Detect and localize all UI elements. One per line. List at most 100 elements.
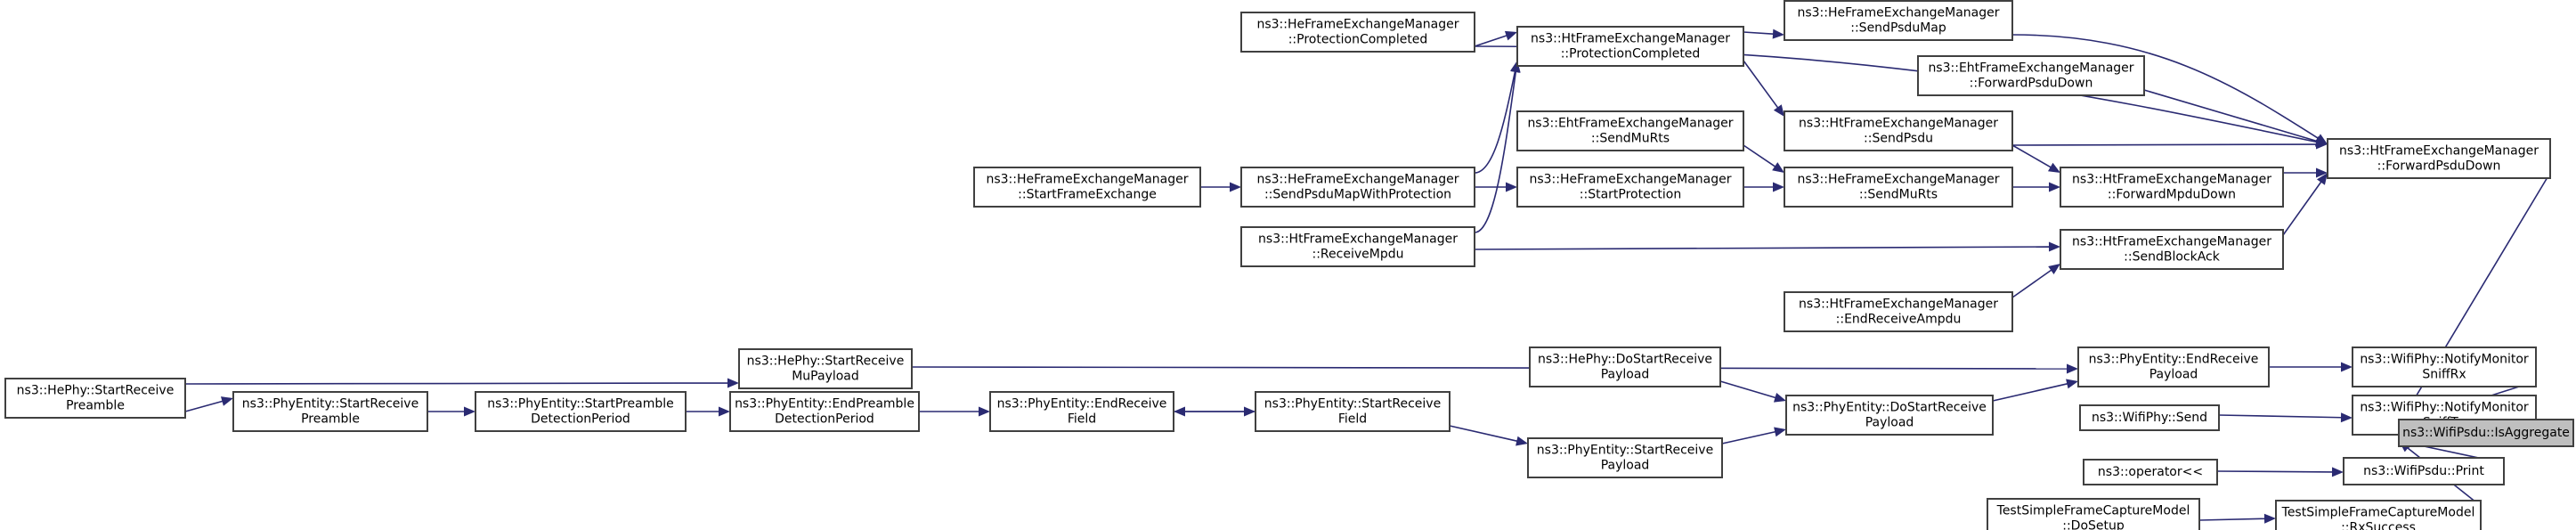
graph-node-ns3-htframeexchangemanager-forwardmpdudown[interactable]: ns3::HtFrameExchangeManager::ForwardMpdu… (2060, 167, 2284, 208)
graph-edge-n25-to-n16 (1992, 379, 2078, 402)
graph-edge-n3-to-n6 (2143, 89, 2328, 146)
node-box (1785, 395, 1994, 436)
graph-edge-n11-to-n6 (2283, 167, 2328, 178)
node-label-line: ::SendPsduMap (1850, 21, 1946, 36)
node-box (2275, 500, 2482, 530)
graph-edge-n0-to-n1 (1474, 30, 1517, 47)
node-label-line: ns3::HeFrameExchangeManager (1797, 173, 1999, 187)
node-label-line: ns3::PhyEntity::StartReceive (242, 397, 418, 412)
graph-node-ns3-heframeexchangemanager-startframeexchange[interactable]: ns3::HeFrameExchangeManager::StartFrameE… (973, 167, 1201, 208)
edge-arrowhead (719, 406, 730, 417)
graph-node-ns3-heframeexchangemanager-startprotection[interactable]: ns3::HeFrameExchangeManager::StartProtec… (1516, 167, 1744, 208)
graph-node-ns3-heframeexchangemanager-protectioncompleted[interactable]: ns3::HeFrameExchangeManager::ProtectionC… (1240, 12, 1475, 53)
graph-node-ns3-operator[interactable]: ns3::operator<< (2083, 459, 2218, 485)
edge-arrowhead (2048, 241, 2060, 252)
graph-edge-n29-to-n30 (2216, 467, 2344, 477)
node-box (1987, 498, 2200, 530)
node-label-line: ::SendMuRts (1591, 132, 1670, 146)
graph-node-testsimpleframecapturemodel-dosetup[interactable]: TestSimpleFrameCaptureModel::DoSetup (1987, 498, 2200, 530)
node-box (2077, 347, 2270, 387)
graph-node-testsimpleframecapturemodel-rxsuccess[interactable]: TestSimpleFrameCaptureModel::RxSuccess (2275, 500, 2482, 530)
node-label-line: ::StartProtection (1580, 188, 1681, 202)
node-box (1527, 437, 1723, 478)
edge-arrowhead (464, 406, 475, 417)
graph-node-ns3-ehtframeexchangemanager-forwardpsdudown[interactable]: ns3::EhtFrameExchangeManager::ForwardPsd… (1917, 55, 2145, 96)
graph-node-ns3-htframeexchangemanager-protectioncompleted[interactable]: ns3::HtFrameExchangeManager::ProtectionC… (1516, 26, 1744, 67)
node-box (1516, 110, 1744, 151)
edge-arrowhead (2341, 362, 2353, 372)
graph-edge-n1-to-n2 (1743, 29, 1784, 39)
graph-node-ns3-wifiphy-send[interactable]: ns3::WifiPhy::Send (2079, 404, 2220, 431)
edge-line (1719, 380, 1776, 399)
graph-node-ns3-htframeexchangemanager-forwardpsdudown[interactable]: ns3::HtFrameExchangeManager::ForwardPsdu… (2327, 138, 2551, 179)
graph-edge-n14-to-n13 (2011, 264, 2060, 298)
node-label-line: ::EndReceiveAmpdu (1836, 313, 1962, 327)
node-label-line: ::ForwardPsduDown (1970, 77, 2093, 91)
edge-line (2216, 470, 2334, 473)
node-label-line: ns3::HtFrameExchangeManager (1799, 298, 1998, 312)
node-label-line: ns3::PhyEntity::EndReceive (2089, 353, 2259, 367)
node-label-line: Field (1068, 412, 1096, 427)
node-box (1240, 226, 1475, 267)
graph-node-ns3-htframeexchangemanager-sendpsdu[interactable]: ns3::HtFrameExchangeManager::SendPsdu (1784, 110, 2013, 151)
edge-line (2198, 518, 2266, 521)
graph-edge-n27-to-n28 (2218, 412, 2353, 423)
graph-edge-n18-to-n15 (184, 378, 739, 388)
graph-node-ns3-heframeexchangemanager-sendpsdumap[interactable]: ns3::HeFrameExchangeManager::SendPsduMap (1784, 0, 2013, 41)
graph-node-ns3-htframeexchangemanager-receivempdu[interactable]: ns3::HtFrameExchangeManager::ReceiveMpdu (1240, 226, 1475, 267)
edge-line (1743, 31, 1775, 36)
edge-arrowhead (1773, 182, 1784, 192)
graph-node-ns3-heframeexchangemanager-sendmurts[interactable]: ns3::HeFrameExchangeManager::SendMuRts (1784, 167, 2013, 208)
node-label-line: Payload (1865, 416, 1914, 430)
node-label-line: DetectionPeriod (775, 412, 874, 427)
graph-node-ns3-wifipsdu-print[interactable]: ns3::WifiPsdu::Print (2343, 457, 2505, 485)
graph-edge-n10-to-n11 (2012, 182, 2060, 192)
node-label-line: DetectionPeriod (531, 412, 630, 427)
edge-arrowhead (1774, 427, 1786, 437)
edge-arrowhead (1230, 182, 1241, 192)
graph-node-ns3-phyentity-startpreamble-detectionperiod[interactable]: ns3::PhyEntity::StartPreambleDetectionPe… (475, 391, 687, 432)
node-label-line: Preamble (66, 399, 125, 413)
edge-line (2143, 89, 2318, 143)
graph-node-ns3-wifipsdu-isaggregate[interactable]: ns3::WifiPsdu::IsAggregate (2398, 419, 2574, 447)
graph-edge-n8-to-n9 (1475, 182, 1517, 192)
graph-edge-n24-to-n25 (1719, 380, 1786, 403)
node-label-line: ::SendPsduMapWithProtection (1264, 188, 1451, 202)
node-label-line: ns3::PhyEntity::DoStartReceive (1792, 401, 1987, 415)
node-label-line: ns3::HtFrameExchangeManager (2339, 144, 2539, 159)
node-label-line: ns3::HeFrameExchangeManager (1529, 173, 1731, 187)
edge-arrowhead (2316, 167, 2328, 178)
node-box-highlighted (2398, 419, 2574, 447)
node-label-line: ::SendBlockAck (2124, 250, 2221, 265)
graph-node-ns3-htframeexchangemanager-sendblockack[interactable]: ns3::HtFrameExchangeManager::SendBlockAc… (2060, 229, 2284, 270)
node-label-line: ns3::WifiPhy::NotifyMonitor (2360, 353, 2529, 367)
edge-arrowhead (1174, 406, 1185, 417)
graph-node-ns3-phyentity-endpreamble-detectionperiod[interactable]: ns3::PhyEntity::EndPreambleDetectionPeri… (729, 391, 920, 432)
graph-node-ns3-htframeexchangemanager-endreceiveampdu[interactable]: ns3::HtFrameExchangeManager::EndReceiveA… (1784, 291, 2013, 332)
edge-arrowhead (2263, 513, 2276, 524)
node-label-line: ns3::HtFrameExchangeManager (2072, 173, 2271, 187)
node-label-line: ns3::HeFrameExchangeManager (1256, 173, 1459, 187)
node-box (973, 167, 1201, 208)
node-label-line: ns3::HtFrameExchangeManager (1799, 117, 1998, 131)
node-box (2060, 167, 2284, 208)
graph-node-ns3-heframeexchangemanager-sendpsdumapwithprotection[interactable]: ns3::HeFrameExchangeManager::SendPsduMap… (1240, 167, 1475, 208)
edge-layer (184, 29, 2551, 524)
node-label-line: ::StartFrameExchange (1018, 188, 1157, 202)
edge-arrowhead (2066, 379, 2078, 389)
graph-node-ns3-ehtframeexchangemanager-sendmurts[interactable]: ns3::EhtFrameExchangeManager::SendMuRts (1516, 110, 1744, 151)
node-label-line: ::ForwardMpduDown (2108, 188, 2236, 202)
node-box (1784, 0, 2013, 41)
node-label-line: ns3::WifiPhy::NotifyMonitor (2360, 401, 2529, 415)
